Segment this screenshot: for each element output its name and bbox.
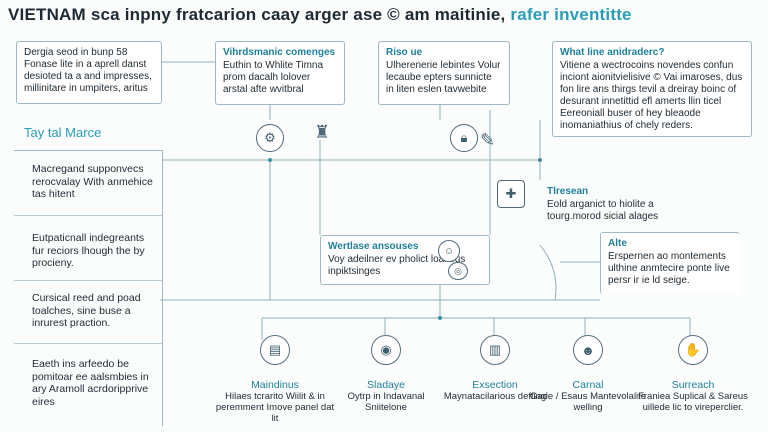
wertlase-text: Voy adeilner ev pholict loal bus inpikts…	[328, 254, 466, 277]
lock-icon: 🔒︎	[450, 124, 478, 152]
tool-icon: ✚	[497, 180, 525, 208]
wertlase-box: Wertlase ansouses Voy adeilner ev pholic…	[320, 235, 490, 285]
ribbon-icon: ✎	[480, 130, 496, 150]
vihrdsmanic-text: Euthin to Whlite Timna prom dacalh lolov…	[223, 60, 324, 95]
vihrdsmanic-box: Vihrdsmanic comenges Euthin to Whlite Ti…	[215, 41, 345, 105]
risoue-text: Ulherenerie lebintes Volur lecaube epter…	[386, 60, 501, 95]
cup-icon: ♜	[314, 122, 331, 142]
tlresean-box: Tlresean Eold arganict to hiolite a tour…	[540, 181, 683, 223]
what-line-box: What line anidraderc? Vitiene a wectroco…	[552, 41, 752, 137]
top-left-box: Dergia seod in bunp 58 Fonase lite in a …	[16, 41, 162, 104]
people-icon: ☺	[438, 240, 460, 262]
bottom-column-sladaye: ◉ Sladaye Oytrp in Indavanal Sniitelone	[326, 335, 446, 413]
sidebar-divider	[14, 215, 162, 216]
tlresean-text: Eold arganict to hiolite a tourg.morod s…	[547, 199, 659, 222]
bottom-text: Oytrp in Indavanal Sniitelone	[347, 391, 425, 413]
people-icon: ☻	[573, 335, 603, 365]
page-title: VIETNAM sca inpny fratcarion caay arger …	[8, 5, 632, 25]
bottom-text: Gade / Esaus Mantevolalite welling	[529, 391, 647, 413]
bottom-column-surreach: ✋ Surreach Franiea Suplical & Sareus uil…	[636, 335, 750, 413]
sidebar-item-2: Eutpaticnall indegreants fur reciors lho…	[32, 232, 145, 269]
bottom-column-carnal: ☻ Carnal Gade / Esaus Mantevolalite well…	[528, 335, 648, 413]
document-icon: ▤	[260, 335, 290, 365]
sidebar-divider	[14, 343, 162, 344]
bottom-text: Hilaes tcrarito Wiilit & in peremment Im…	[215, 391, 335, 424]
tlresean-heading: Tlresean	[547, 186, 589, 197]
bottom-title: Exsection	[472, 379, 518, 391]
coins-icon: ◎	[448, 262, 468, 280]
section-label: Tay tal Marce	[24, 125, 102, 140]
hand-icon: ✋	[678, 335, 708, 365]
risoue-box: Riso ue Ulherenerie lebintes Volur lecau…	[378, 41, 510, 105]
gear-icon: ⚙	[256, 124, 284, 152]
bottom-title: Maindinus	[251, 379, 299, 391]
top-left-box-text: Dergia seod in bunp 58 Fonase lite in a …	[24, 47, 152, 94]
sidebar-panel	[14, 150, 163, 426]
title-part-1: VIETNAM sca inpny fratcarion caay arger …	[8, 5, 506, 24]
risoue-heading: Riso ue	[386, 47, 423, 58]
sidebar-divider	[14, 280, 162, 281]
box-icon: ▥	[480, 335, 510, 365]
wertlase-heading: Wertlase ansouses	[328, 241, 419, 252]
sidebar-item-1: Macregand supponvecs rerocvalay With anm…	[32, 163, 153, 200]
title-part-2: rafer inventitte	[510, 5, 632, 24]
alte-text: Erspernen ao montements ulthine anmtecir…	[608, 251, 730, 286]
bottom-text: Franiea Suplical & Sareus uillede lic to…	[638, 391, 748, 413]
bottom-column-exsection: ▥ Exsection Maynatacilarious deffing	[435, 335, 555, 402]
bottom-text: Maynatacilarious deffing	[443, 391, 547, 402]
bottom-title: Carnal	[572, 379, 604, 391]
what-line-text: Vitiene a wectrocoins novendes confun in…	[560, 60, 743, 131]
what-line-heading: What line anidraderc?	[560, 47, 665, 58]
sidebar-item-3: Cursical reed and poad toalches, sine bu…	[32, 292, 141, 329]
bottom-title: Sladaye	[367, 379, 405, 391]
alte-box: Alte Erspernen ao montements ulthine anm…	[600, 232, 740, 294]
sidebar-item-4: Eaeth ins arfeedo be pomitoar ee aalsmbi…	[32, 358, 149, 408]
alte-heading: Alte	[608, 238, 627, 249]
bottom-column-maindinus: ▤ Maindinus Hilaes tcrarito Wiilit & in …	[215, 335, 335, 424]
bottom-title: Surreach	[671, 379, 715, 391]
vihrdsmanic-heading: Vihrdsmanic comenges	[223, 47, 336, 58]
globe-icon: ◉	[371, 335, 401, 365]
